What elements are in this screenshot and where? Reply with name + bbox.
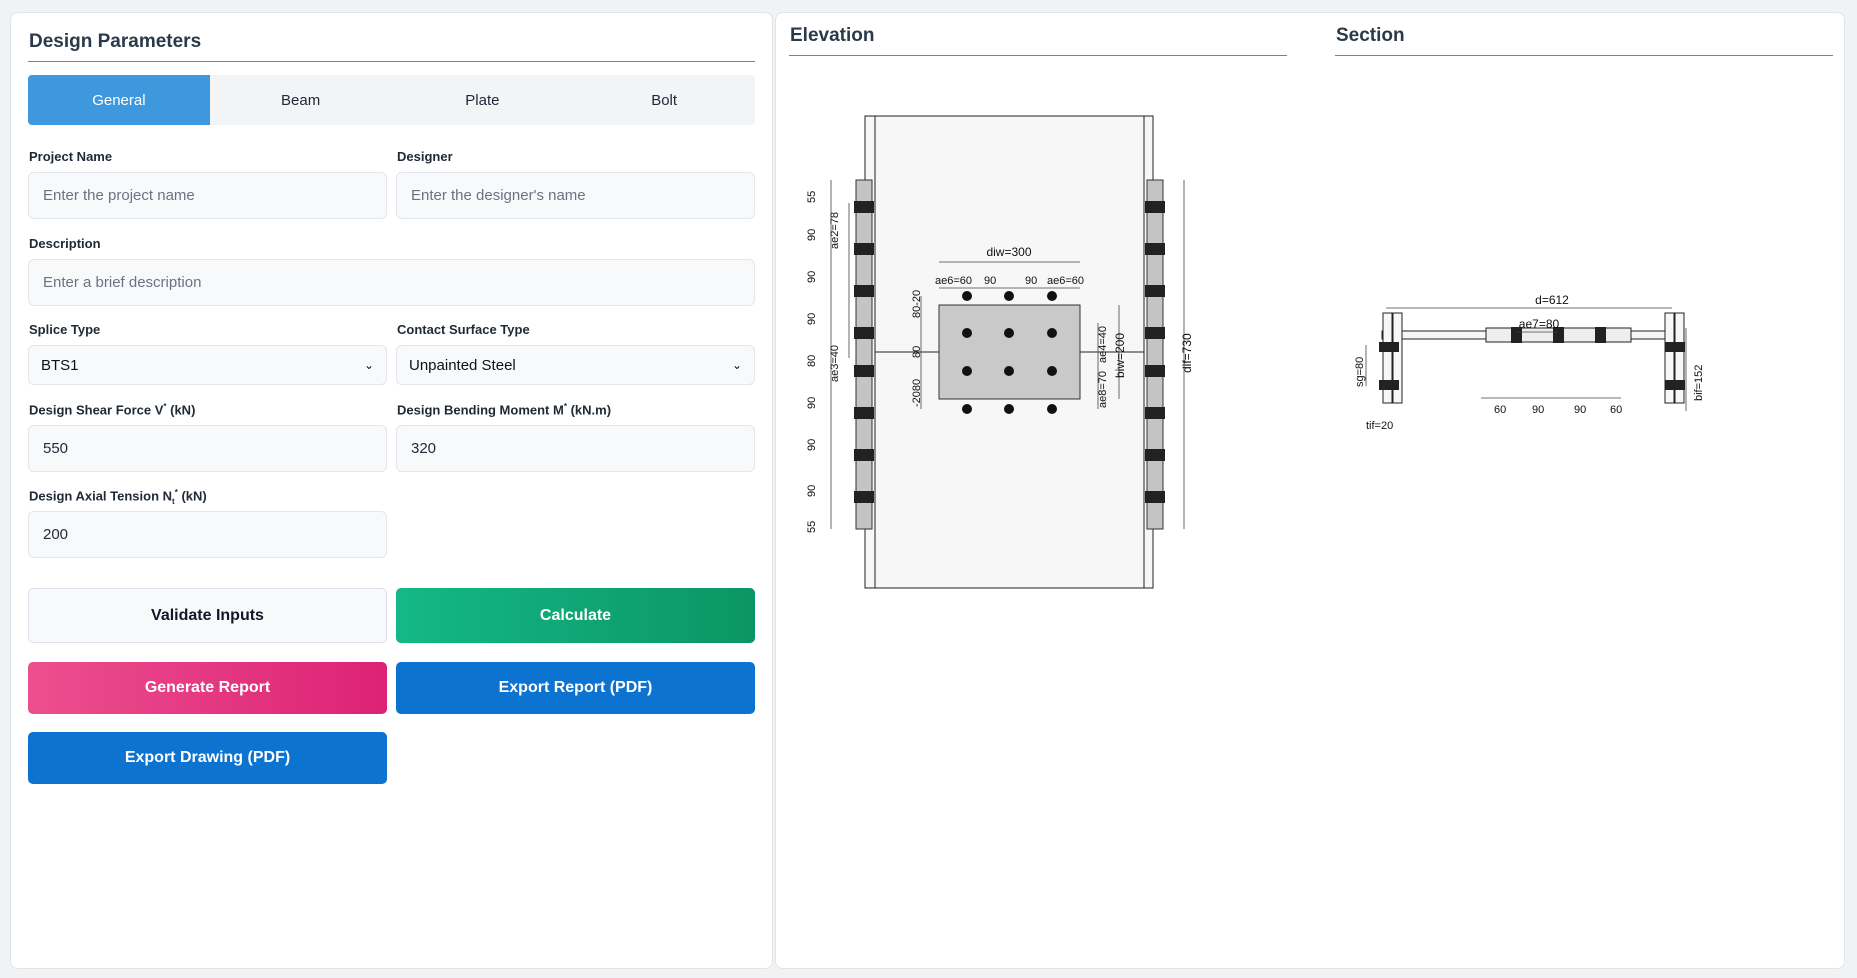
bottom-dim-1: 90 <box>1532 404 1544 416</box>
left-dim-7: 90 <box>806 485 818 497</box>
description-input[interactable] <box>28 259 755 306</box>
v2080-label: -2080 <box>911 379 923 407</box>
left-flange-plate <box>855 179 873 530</box>
export-drawing-button[interactable]: Export Drawing (PDF) <box>28 732 387 784</box>
left-dim-6: 90 <box>806 439 818 451</box>
bottom-dim-3: 60 <box>1610 404 1622 416</box>
elevation-drawing: diw=300 ae6=60 90 90 ae6=60 80-20 80 -20… <box>806 115 1194 589</box>
title-underline <box>28 61 755 62</box>
splice-type-value: BTS1 <box>41 356 79 374</box>
chevron-down-icon: ⌄ <box>363 358 374 372</box>
generate-report-button[interactable]: Generate Report <box>28 662 387 714</box>
ae6-right-label: ae6=60 <box>1047 275 1084 287</box>
section-underline <box>1335 55 1833 56</box>
export-report-button[interactable]: Export Report (PDF) <box>396 662 755 714</box>
contact-surface-select[interactable]: Unpainted Steel ⌄ <box>396 345 755 385</box>
right-flange <box>1664 312 1675 404</box>
validate-inputs-button[interactable]: Validate Inputs <box>28 588 387 643</box>
tab-plate[interactable]: Plate <box>465 91 500 109</box>
designer-input[interactable] <box>396 172 755 219</box>
project-name-label: Project Name <box>29 149 113 164</box>
left-dim-2: 90 <box>806 271 818 283</box>
designer-label: Designer <box>397 149 453 164</box>
left-dim-1: 90 <box>806 229 818 241</box>
tab-bolt[interactable]: Bolt <box>651 91 678 109</box>
left-dim-5: 90 <box>806 397 818 409</box>
left-dim-0: 55 <box>806 191 818 203</box>
web-bolts <box>962 291 1057 414</box>
chevron-down-icon: ⌄ <box>731 358 742 372</box>
left-dim-8: 55 <box>806 521 818 533</box>
splice-type-select[interactable]: BTS1 ⌄ <box>28 345 387 385</box>
bending-moment-input[interactable] <box>396 425 755 472</box>
left-dim-4: 80 <box>806 355 818 367</box>
calculate-button[interactable]: Calculate <box>396 588 755 643</box>
right-flange-plate <box>1146 179 1164 530</box>
pitch-1-label: 90 <box>984 275 996 287</box>
left-flange <box>1382 312 1393 404</box>
ae8-label: ae8=70 <box>1097 371 1109 408</box>
dif-label: dif=730 <box>1180 333 1194 373</box>
bottom-dim-2: 90 <box>1574 404 1586 416</box>
v80-label: 80 <box>911 346 923 358</box>
tab-bar: General Beam Plate Bolt <box>28 75 755 125</box>
axial-tension-label: Design Axial Tension Nt* (kN) <box>29 488 207 506</box>
tab-general[interactable]: General <box>28 75 210 125</box>
flange-bolts <box>854 201 1165 503</box>
left-dim-3: 90 <box>806 313 818 325</box>
web-plate <box>938 304 1081 400</box>
ae6-left-label: ae6=60 <box>935 275 972 287</box>
ae7-label: ae7=80 <box>1519 317 1560 331</box>
pitch-2-label: 90 <box>1025 275 1037 287</box>
ae3-label: ae3=40 <box>829 345 841 382</box>
drawing-panel: Elevation Section <box>775 12 1845 969</box>
bottom-dim-0: 60 <box>1494 404 1506 416</box>
contact-surface-value: Unpainted Steel <box>409 356 516 374</box>
bending-moment-label: Design Bending Moment M* (kN.m) <box>397 402 612 418</box>
axial-tension-input[interactable] <box>28 511 387 558</box>
elevation-title: Elevation <box>790 25 875 46</box>
sg-label: sg=80 <box>1354 357 1366 387</box>
tif-label: tif=20 <box>1366 420 1393 432</box>
shear-force-label: Design Shear Force V* (kN) <box>29 402 196 418</box>
description-label: Description <box>29 236 101 251</box>
project-name-input[interactable] <box>28 172 387 219</box>
bif-label: bif=152 <box>1693 365 1705 401</box>
panel-title: Design Parameters <box>29 31 202 52</box>
v8020-label: 80-20 <box>911 290 923 318</box>
elevation-underline <box>789 55 1287 56</box>
diw-label: diw=300 <box>986 245 1031 259</box>
d-label: d=612 <box>1535 293 1569 307</box>
splice-type-label: Splice Type <box>29 322 101 337</box>
contact-surface-label: Contact Surface Type <box>397 322 530 337</box>
section-title: Section <box>1336 25 1405 46</box>
ae2-label: ae2=78 <box>829 212 841 249</box>
shear-force-input[interactable] <box>28 425 387 472</box>
tab-beam[interactable]: Beam <box>281 91 321 109</box>
ae4-label: ae4=40 <box>1097 326 1109 363</box>
design-parameters-panel: Design Parameters General Beam Plate Bol… <box>10 12 773 969</box>
section-drawing: d=612 ae7=80 sg=80 bif=152 tif=20 60 90 … <box>1354 293 1705 432</box>
biw-label: biw=200 <box>1113 333 1127 378</box>
